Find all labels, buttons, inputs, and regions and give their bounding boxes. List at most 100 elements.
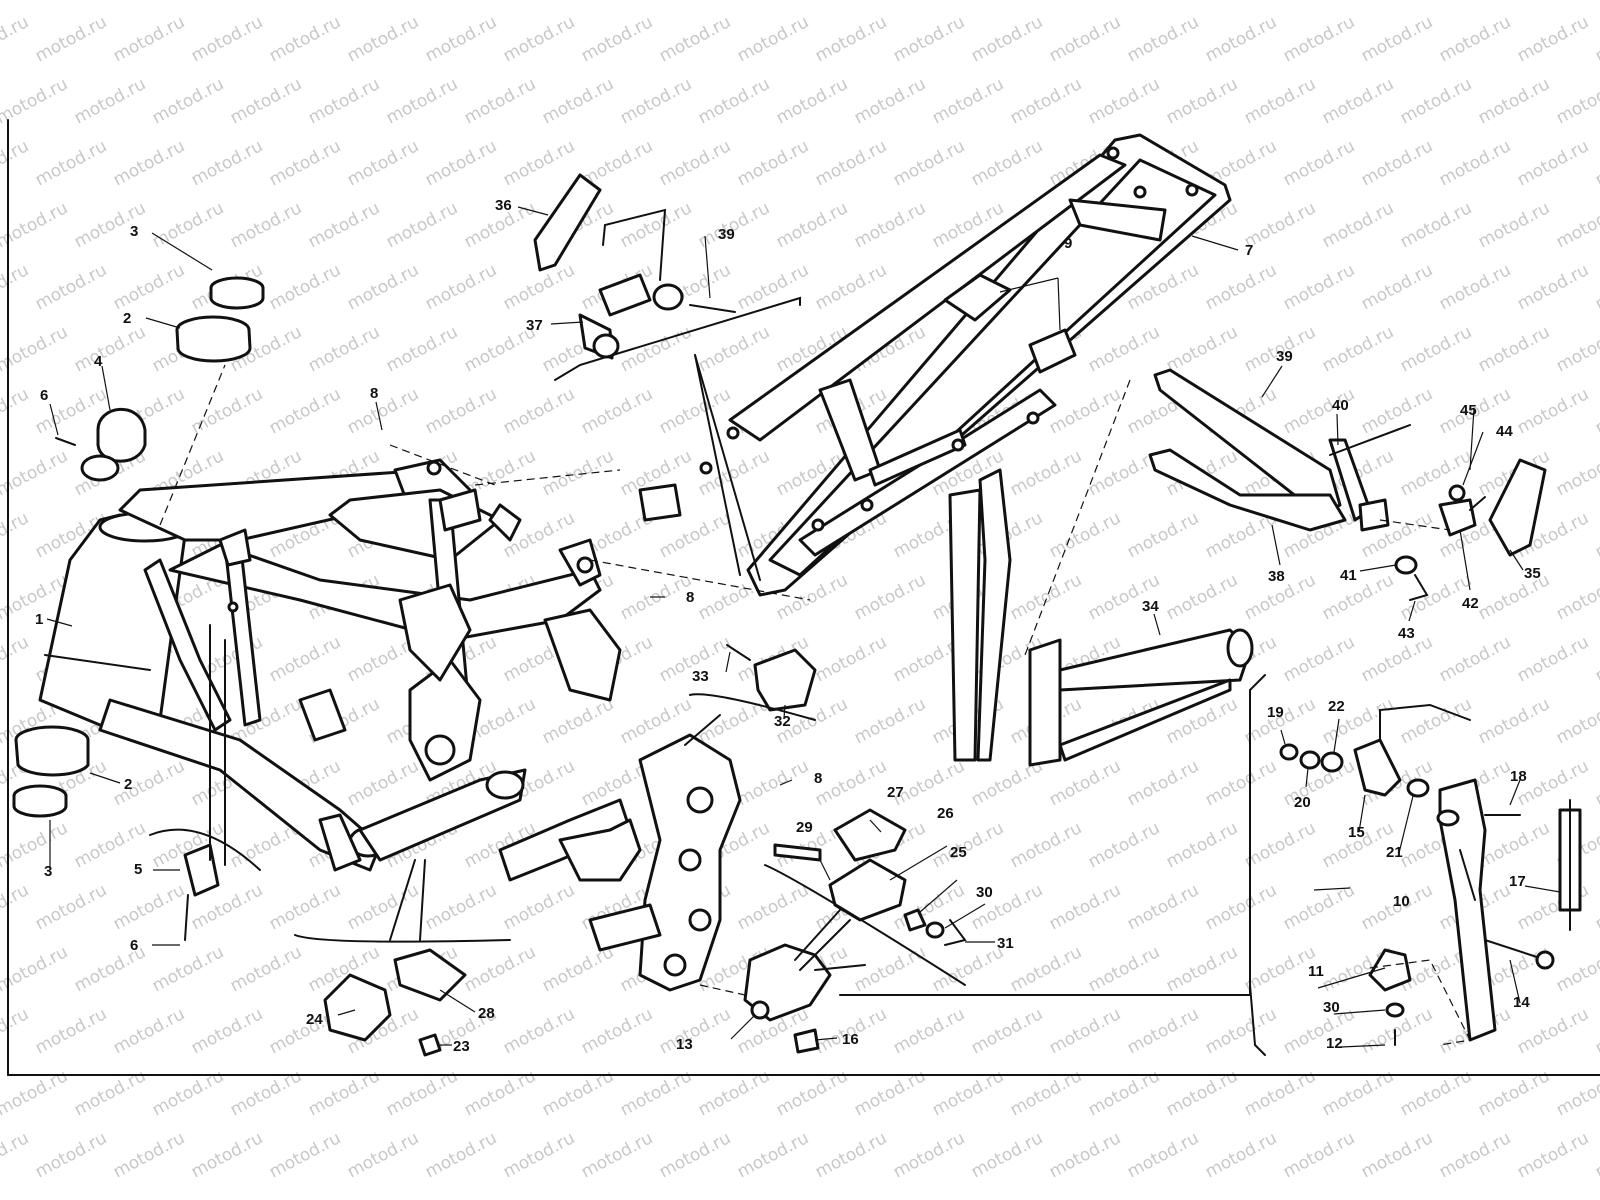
watermark-text: motod.ru	[383, 0, 461, 4]
watermark-text: motod.ru	[1592, 632, 1600, 686]
watermark-text: motod.ru	[1085, 322, 1163, 376]
watermark-text: motod.ru	[929, 818, 1007, 872]
rear-subframe	[638, 133, 1232, 762]
watermark-text: motod.ru	[149, 942, 227, 996]
watermark-text: motod.ru	[227, 198, 305, 252]
watermark-text: motod.ru	[1514, 1128, 1592, 1182]
watermark-text: motod.ru	[1124, 508, 1202, 562]
watermark-text: motod.ru	[1319, 322, 1397, 376]
watermark-text: motod.ru	[305, 74, 383, 128]
callout-45: 45	[1460, 402, 1477, 419]
leader-lines	[46, 206, 1561, 1048]
watermark-text: motod.ru	[812, 12, 890, 66]
watermark-text: motod.ru	[500, 1128, 578, 1182]
callout-19: 19	[1267, 704, 1284, 721]
watermark-text: motod.ru	[1085, 74, 1163, 128]
watermark-text: motod.ru	[305, 198, 383, 252]
callout-36: 36	[495, 197, 512, 214]
watermark-text: motod.ru	[110, 756, 188, 810]
watermark-text: motod.ru	[461, 0, 539, 4]
passenger-footrest-left	[533, 173, 801, 381]
watermark-text: motod.ru	[1202, 880, 1280, 934]
watermark-text: motod.ru	[734, 880, 812, 934]
watermark-text: motod.ru	[227, 74, 305, 128]
watermark-text: motod.ru	[500, 12, 578, 66]
watermark-text: motod.ru	[1514, 1004, 1592, 1058]
callout-31: 31	[997, 935, 1014, 952]
callout-8: 8	[686, 589, 694, 606]
callout-22: 22	[1328, 698, 1345, 715]
watermark-text: motod.ru	[656, 136, 734, 190]
watermark-text: motod.ru	[1124, 1128, 1202, 1182]
watermark-text: motod.ru	[1319, 74, 1397, 128]
callout-17: 17	[1509, 873, 1526, 890]
watermark-text: motod.ru	[32, 1004, 110, 1058]
watermark-text: motod.ru	[1319, 0, 1397, 4]
watermark-text: motod.ru	[1202, 1004, 1280, 1058]
watermark-text: motod.ru	[1202, 1128, 1280, 1182]
watermark-text: motod.ru	[344, 880, 422, 934]
watermark-text: motod.ru	[1475, 198, 1553, 252]
watermark-text: motod.ru	[1007, 0, 1085, 4]
watermark-text: motod.ru	[1553, 322, 1600, 376]
callout-2: 2	[123, 310, 131, 327]
watermark-text: motod.ru	[188, 384, 266, 438]
watermark-text: motod.ru	[1436, 136, 1514, 190]
callout-25: 25	[950, 844, 967, 861]
watermark-text: motod.ru	[773, 74, 851, 128]
watermark-text: motod.ru	[500, 880, 578, 934]
watermark-text: motod.ru	[422, 384, 500, 438]
watermark-text: motod.ru	[1007, 942, 1085, 996]
watermark-text: motod.ru	[0, 198, 71, 252]
watermark-text: motod.ru	[266, 136, 344, 190]
watermark-text: motod.ru	[1241, 818, 1319, 872]
watermark-text: motod.ru	[539, 0, 617, 4]
watermark-text: motod.ru	[461, 942, 539, 996]
watermark-text: motod.ru	[110, 1004, 188, 1058]
watermark-text: motod.ru	[968, 1128, 1046, 1182]
callout-4: 4	[94, 353, 103, 370]
watermark-text: motod.ru	[1514, 384, 1592, 438]
watermark-text: motod.ru	[1085, 942, 1163, 996]
watermark-text: motod.ru	[929, 74, 1007, 128]
watermark-text: motod.ru	[32, 880, 110, 934]
watermark-text: motod.ru	[461, 74, 539, 128]
watermark-text: motod.ru	[227, 942, 305, 996]
callout-labels: 1 2 2 3 3 4 5 6 6 7 8 8 8 9 10 11 12 13 …	[35, 197, 1541, 1055]
main-frame	[38, 458, 622, 872]
watermark-text: motod.ru	[1124, 1004, 1202, 1058]
callout-23: 23	[453, 1038, 470, 1055]
callout-44: 44	[1496, 423, 1513, 440]
watermark-text: motod.ru	[1241, 74, 1319, 128]
watermark-text: motod.ru	[1007, 818, 1085, 872]
callout-30: 30	[1323, 999, 1340, 1016]
callout-43: 43	[1398, 625, 1415, 642]
watermark-text: motod.ru	[1514, 136, 1592, 190]
watermark-text: motod.ru	[1280, 260, 1358, 314]
watermark-text: motod.ru	[851, 694, 929, 748]
watermark-text: motod.ru	[227, 0, 305, 4]
watermark-text: motod.ru	[1397, 74, 1475, 128]
watermark-text: motod.ru	[1085, 818, 1163, 872]
watermark-text: motod.ru	[1475, 818, 1553, 872]
watermark-text: motod.ru	[1202, 12, 1280, 66]
watermark-text: motod.ru	[1436, 12, 1514, 66]
passenger-footrest-right	[1028, 368, 1547, 767]
watermark-text: motod.ru	[266, 632, 344, 686]
watermark-text: motod.ru	[0, 74, 71, 128]
watermark-text: motod.ru	[1358, 1128, 1436, 1182]
watermark-text: motod.ru	[851, 198, 929, 252]
watermark-text: motod.ru	[734, 136, 812, 190]
watermark-text: motod.ru	[890, 136, 968, 190]
watermark-text: motod.ru	[812, 632, 890, 686]
watermark-text: motod.ru	[1319, 198, 1397, 252]
watermark-text: motod.ru	[539, 446, 617, 500]
watermark-text: motod.ru	[149, 74, 227, 128]
watermark-text: motod.ru	[890, 1128, 968, 1182]
watermark-text: motod.ru	[344, 384, 422, 438]
watermark-text: motod.ru	[1046, 1128, 1124, 1182]
watermark-text: motod.ru	[1436, 632, 1514, 686]
callout-39: 39	[718, 226, 735, 243]
watermark-text: motod.ru	[1475, 570, 1553, 624]
watermark-text: motod.ru	[1007, 570, 1085, 624]
